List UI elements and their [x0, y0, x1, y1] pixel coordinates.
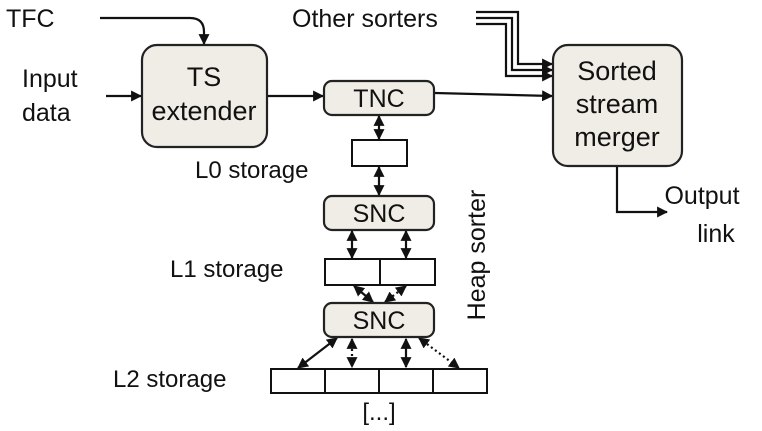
arrow-tfc-to-ts-extender [100, 16, 210, 46]
arrow-l1-snc2-dotted [384, 285, 407, 303]
arrow-snc2-l2-1 [297, 337, 338, 369]
arrow-other-sorters-2 [476, 16, 554, 76]
arrow-other-sorters-3 [476, 22, 554, 82]
snc-block-1: SNC [322, 194, 436, 232]
l2-storage-cell [270, 368, 326, 394]
sorted-stream-merger-block: Sorted stream merger [551, 43, 684, 168]
heap-sorter-label: Heap sorter [463, 190, 491, 321]
l1-storage-cell [379, 258, 436, 286]
merger-label-2: stream [576, 89, 659, 119]
merger-label-1: Sorted [577, 56, 657, 86]
ts-extender-label-1: TS [187, 62, 222, 92]
arrow-snc2-l2-4 [418, 337, 460, 369]
input-data-label-1: Input [22, 65, 78, 93]
ts-extender-block: TS extender [140, 43, 269, 149]
other-sorters-label: Other sorters [292, 5, 438, 33]
arrow-tnc-to-merger [434, 90, 554, 102]
l2-storage-cell [432, 368, 488, 394]
l2-storage-cell [324, 368, 380, 394]
arrow-l1-snc2-solid [353, 285, 374, 303]
merger-label-3: merger [574, 122, 660, 152]
l0-storage-cell [351, 139, 408, 167]
tnc-block: TNC [322, 79, 436, 117]
l1-storage-cell [324, 258, 381, 286]
l1-storage-label: L1 storage [170, 256, 283, 283]
continuation-label: [...] [362, 399, 395, 426]
arrow-merger-to-output [615, 166, 669, 218]
snc-block-2: SNC [322, 301, 436, 339]
l2-storage-label: L2 storage [113, 366, 226, 393]
tnc-label: TNC [353, 85, 404, 113]
l2-storage-cells [270, 368, 488, 394]
snc-label-2: SNC [353, 307, 406, 335]
snc-label-1: SNC [353, 200, 406, 228]
output-link-label-1: Output [664, 182, 739, 210]
tfc-label: TFC [6, 5, 55, 33]
l2-storage-cell [378, 368, 434, 394]
l0-storage-label: L0 storage [195, 157, 308, 184]
output-link-label-2: link [697, 220, 735, 248]
l1-storage-cells [324, 258, 436, 286]
arrow-other-sorters-1 [476, 10, 554, 70]
input-data-label-2: data [22, 99, 71, 127]
ts-extender-label-2: extender [151, 96, 256, 126]
